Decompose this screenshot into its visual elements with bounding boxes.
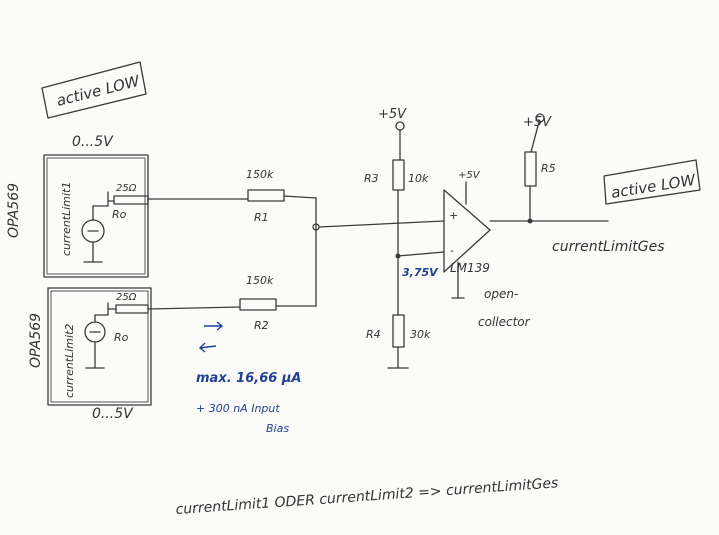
- vcc-terminal-right: [535, 113, 545, 123]
- sense-resistor-bottom: [115, 304, 149, 314]
- range-label-top: 0...5V: [72, 134, 114, 150]
- opa569-block-bottom: OPA569 currentLimit2 Ro 25Ω: [28, 287, 152, 406]
- block-label-top: currentLimit1: [60, 182, 73, 256]
- active-low-box-left: active LOW: [41, 61, 147, 119]
- r4-resistor: [392, 314, 405, 348]
- chip-label-bottom: OPA569: [28, 313, 44, 368]
- open-collector-line2: collector: [478, 315, 531, 329]
- comparator-minus: -: [450, 244, 454, 257]
- sense-resistor-label-bottom: 25Ω: [116, 292, 137, 303]
- active-low-box-right: active LOW: [603, 159, 701, 205]
- r3-name: R3: [364, 172, 379, 185]
- block-label-bottom: currentLimit2: [63, 324, 76, 398]
- ro-label-top: Ro: [112, 208, 127, 221]
- r1-name: R1: [254, 211, 269, 224]
- r1-resistor: 150k R1: [147, 168, 317, 224]
- output-label: currentLimitGes: [552, 239, 665, 255]
- r5-resistor: [524, 151, 537, 187]
- r2-resistor: 150k R2: [147, 274, 317, 332]
- r2-value: 150k: [246, 274, 274, 287]
- ro-label-bottom: Ro: [114, 331, 129, 344]
- r4-value: 30k: [410, 328, 431, 341]
- r3-resistor: [392, 159, 405, 191]
- opa569-block-top: OPA569 currentLimit1 Ro 25Ω: [6, 154, 149, 278]
- comparator-vcc: +5V: [458, 170, 481, 181]
- range-label-bottom: 0...5V: [92, 406, 134, 422]
- current-max-label: max. 16,66 μA: [196, 371, 301, 386]
- chip-label-top: OPA569: [6, 183, 22, 238]
- comparator-plus: +: [449, 209, 458, 222]
- footer-equation: currentLimit1 ODER currentLimit2 => curr…: [175, 475, 559, 518]
- r4-name: R4: [366, 328, 381, 341]
- r2-name: R2: [254, 319, 269, 332]
- vcc-terminal-left: [395, 121, 405, 131]
- bias-label-line2: Bias: [266, 422, 289, 435]
- sense-resistor-top: [113, 195, 149, 205]
- r1-value: 150k: [246, 168, 274, 181]
- current-direction-arrows: [198, 321, 224, 353]
- vref-label: 3,75V: [402, 266, 439, 279]
- active-low-label-left: active LOW: [55, 72, 143, 110]
- comparator-lm139: + - +5V LM139: [443, 170, 491, 299]
- bias-label-line1: + 300 nA Input: [196, 402, 280, 415]
- vcc-label-right: +5V: [523, 115, 552, 130]
- r3-value: 10k: [408, 172, 429, 185]
- sense-resistor-label-top: 25Ω: [116, 183, 137, 194]
- r5-name: R5: [541, 162, 556, 175]
- comparator-name: LM139: [450, 261, 490, 275]
- open-collector-line1: open-: [484, 287, 518, 301]
- vcc-label-left: +5V: [378, 107, 407, 122]
